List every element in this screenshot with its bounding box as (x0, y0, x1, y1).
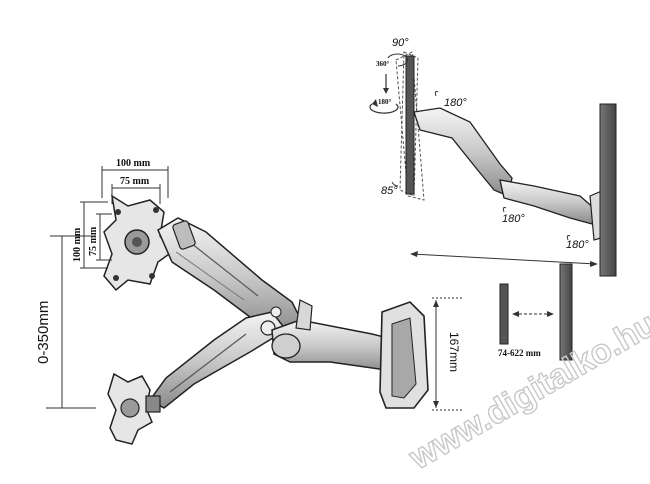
wall-bracket (379, 301, 429, 409)
upper-vesa-plate (103, 194, 174, 292)
bracket-height-dimension: 167mm (432, 297, 464, 411)
extension-range-diagram: 74-622 mm (498, 263, 573, 361)
swivel-arrow-icon (387, 53, 408, 67)
lower-arm (148, 306, 288, 409)
label-tilt-down: 85° (381, 185, 398, 197)
label-vesa-outer-height: 100 mm (72, 227, 83, 262)
label-height-range: 0-350mm (35, 301, 52, 364)
rotate-arrow-icon (369, 103, 399, 114)
svg-text:www.digitalko.hu: www.digitalko.hu (402, 305, 650, 478)
extension-screen (499, 283, 509, 345)
inset-wall (599, 103, 617, 277)
label-rotate-head: 180° (444, 97, 467, 109)
extension-wall (559, 263, 573, 361)
watermark: www.digitalko.hu (401, 304, 650, 478)
inset-screen (405, 55, 415, 195)
label-rotate-small: 180° (378, 98, 392, 106)
height-range-dimension: 0-350mm (35, 235, 96, 409)
main-arm-illustration (103, 194, 429, 445)
label-rotate-elbow: 180° (502, 213, 525, 225)
rotation-inset: 90° 360° 180° 180° 85° 180° 180° (369, 37, 617, 277)
vesa-dimensions: 100 mm 75 mm 100 mm 75 mm (72, 158, 169, 269)
head-rotate-arrow-icon (434, 91, 439, 97)
base-rotate-arrow-icon (566, 235, 571, 241)
label-vesa-outer-width: 100 mm (116, 158, 151, 169)
label-tilt-up: 90° (392, 37, 409, 49)
label-rotate-base: 180° (566, 239, 589, 251)
label-vesa-inner-height: 75 mm (88, 226, 99, 256)
label-extension-range: 74-622 mm (498, 348, 541, 358)
tilt-down-arrow-icon (391, 181, 399, 187)
inset-upper-arm (413, 107, 513, 197)
label-bracket-height: 167mm (447, 332, 461, 372)
lower-vesa-plate (107, 372, 161, 445)
label-vesa-inner-width: 75 mm (120, 176, 150, 187)
reach-line (411, 253, 597, 265)
label-swivel: 360° (376, 60, 390, 68)
elbow-rotate-arrow-icon (502, 207, 507, 213)
